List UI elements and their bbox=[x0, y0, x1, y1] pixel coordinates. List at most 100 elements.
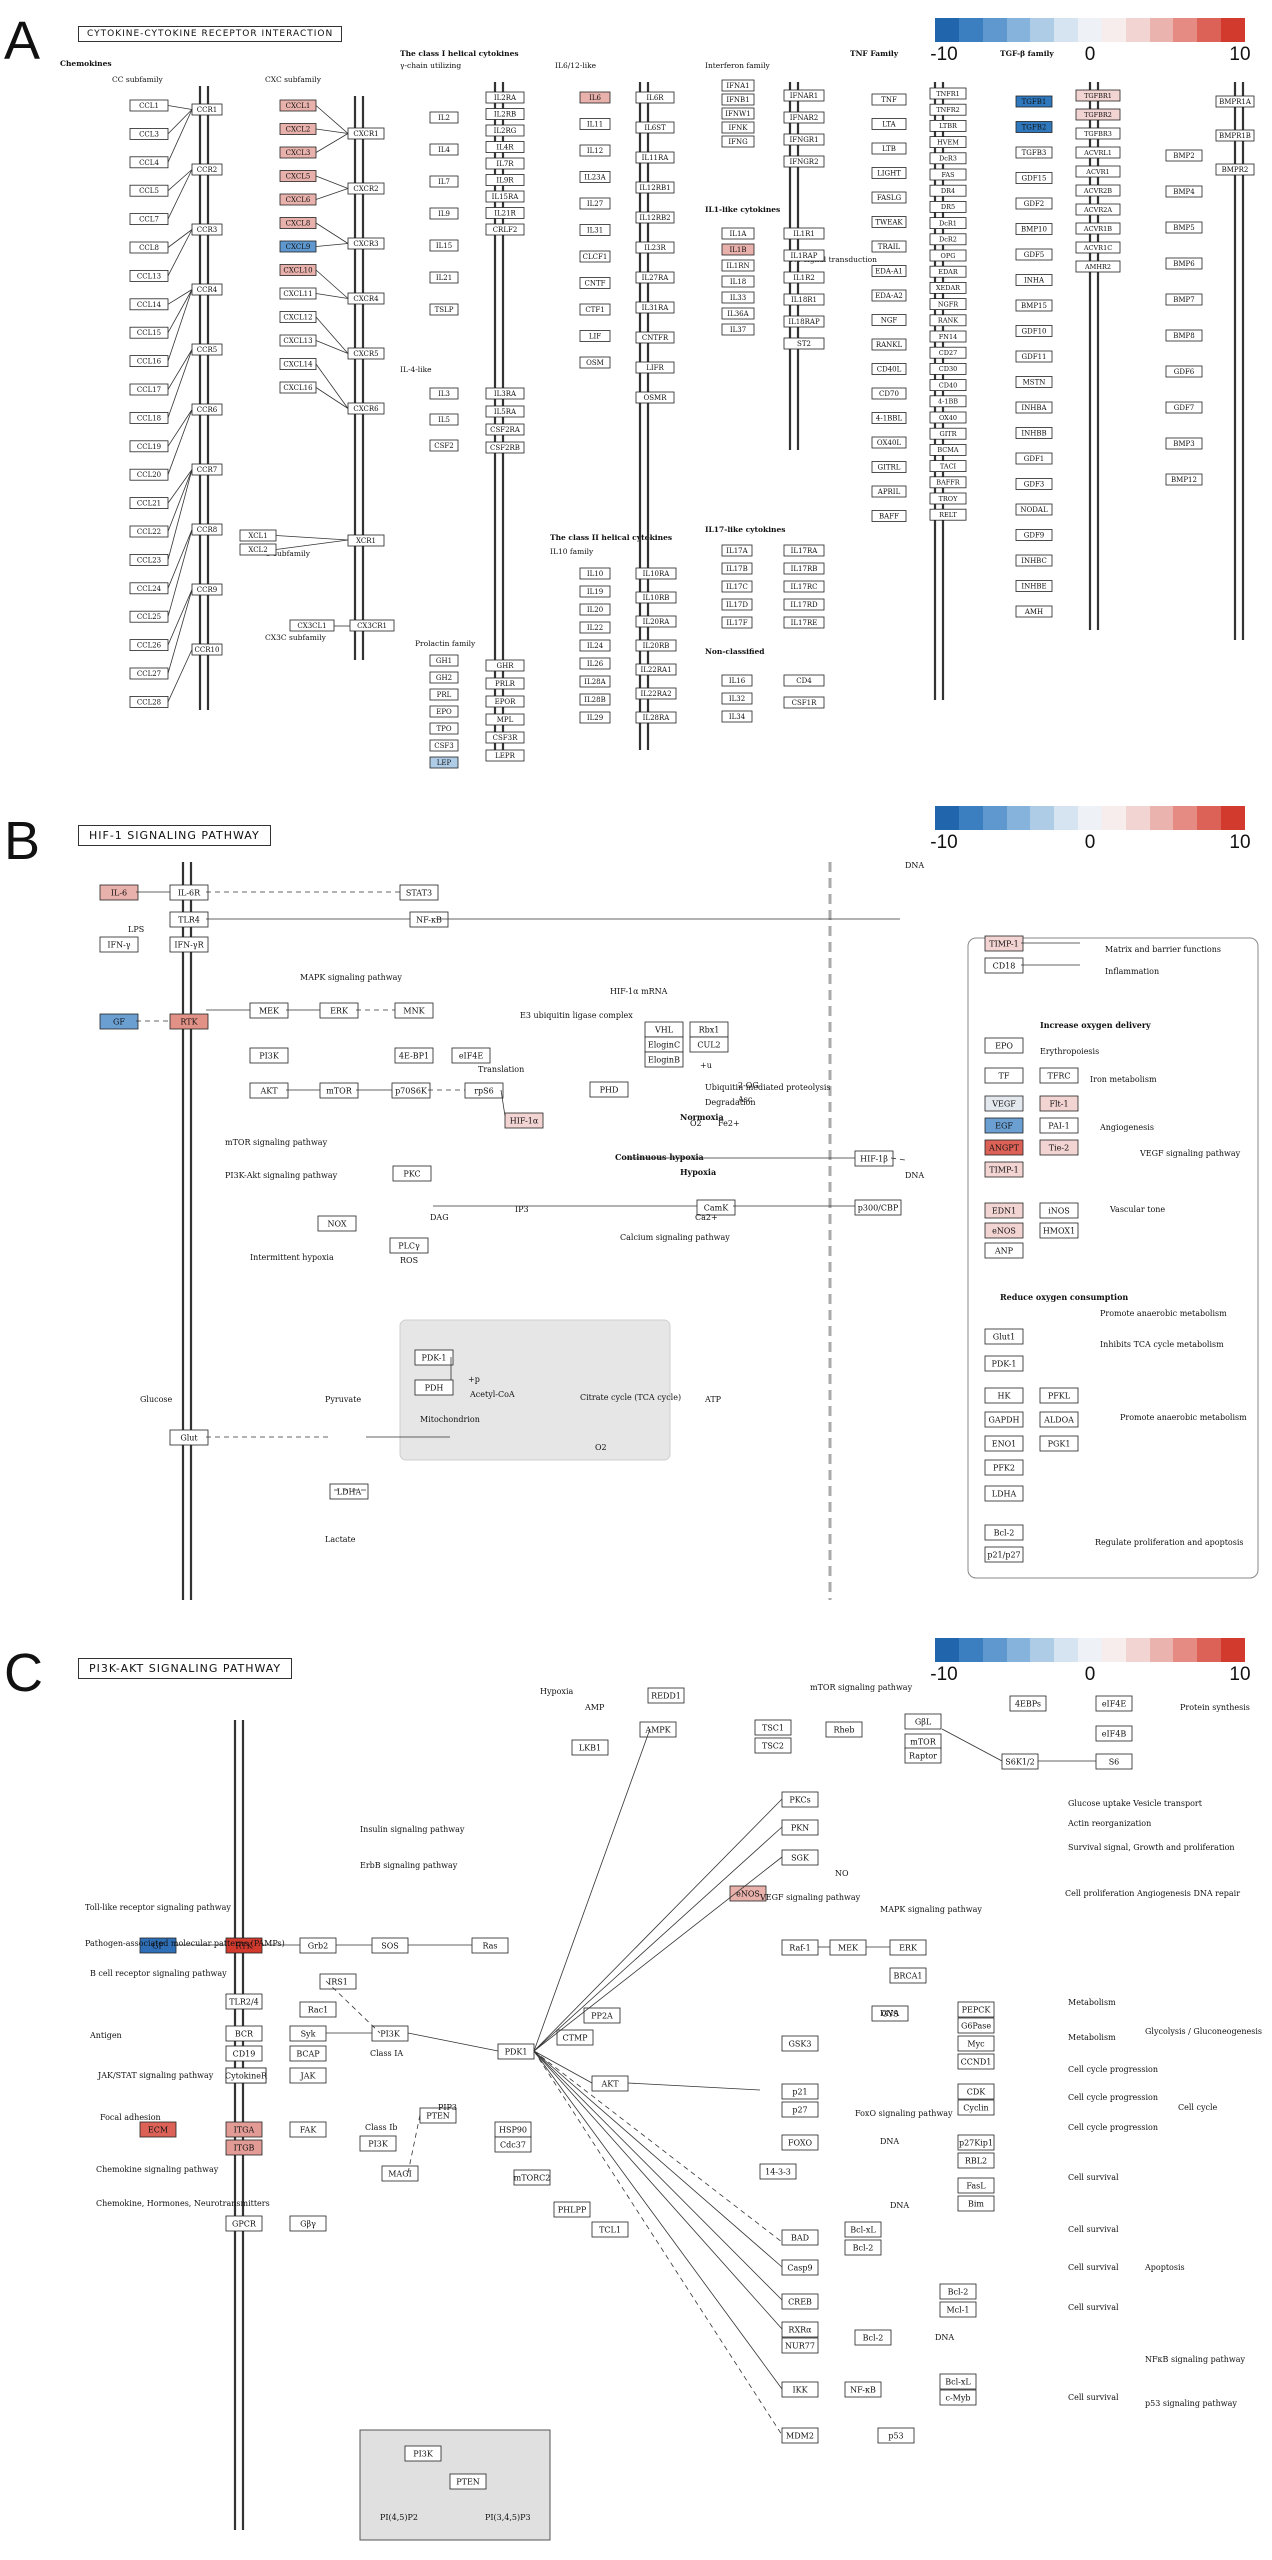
diagram-label: Chemokine, Hormones, Neurotransmitters bbox=[96, 2199, 270, 2208]
gene-label: BAFFR bbox=[936, 479, 960, 487]
gene-node: TGFBR3 bbox=[1075, 127, 1121, 140]
gene-label: IL17B bbox=[726, 565, 747, 573]
diagram-label: Calcium signaling pathway bbox=[620, 1233, 730, 1242]
gene-node: Bcl-2 bbox=[854, 2329, 892, 2346]
gene-node: CCL23 bbox=[129, 554, 169, 566]
gene-box bbox=[99, 1013, 139, 1030]
gene-box bbox=[759, 2163, 797, 2180]
gene-box bbox=[647, 1687, 685, 1704]
gene-node: CCR6 bbox=[191, 403, 223, 416]
gene-box bbox=[1015, 325, 1053, 337]
gene-label: GDF7 bbox=[1174, 404, 1195, 412]
gene-box bbox=[1165, 329, 1203, 342]
gene-label: CNTF bbox=[584, 280, 605, 288]
diagram-label: +u bbox=[700, 1061, 712, 1070]
gene-label: Raf-1 bbox=[789, 1943, 810, 1952]
gene-box bbox=[635, 211, 675, 224]
gene-box bbox=[871, 387, 907, 400]
gene-node: AMPK bbox=[639, 1721, 677, 1738]
gene-box bbox=[871, 436, 907, 449]
gene-box bbox=[783, 271, 825, 284]
gene-node: DcR2 bbox=[929, 233, 967, 246]
gene-node: eIF4E bbox=[451, 1047, 491, 1064]
gene-node: XCL2 bbox=[239, 543, 277, 556]
gene-node: BMP6 bbox=[1165, 257, 1203, 270]
edge-line bbox=[533, 2050, 783, 2268]
gene-node: CCL19 bbox=[129, 440, 169, 453]
diagram-label: FoxO signaling pathway bbox=[855, 2109, 953, 2118]
gene-label: S6 bbox=[1109, 1757, 1120, 1766]
color-scale-tick: -10 bbox=[930, 1664, 958, 1685]
gene-label: CCL15 bbox=[137, 329, 161, 337]
gene-node: RANK bbox=[929, 314, 967, 327]
gene-label: CCL25 bbox=[137, 613, 161, 621]
gene-label: IL12 bbox=[587, 147, 603, 155]
gene-node: GF bbox=[139, 1937, 177, 1954]
gene-node: IL7R bbox=[485, 157, 525, 170]
gene-node: CUL2 bbox=[689, 1036, 729, 1053]
diagram-label: Continuous hypoxia bbox=[615, 1152, 704, 1162]
gene-box bbox=[929, 249, 967, 262]
gene-label: G6Pase bbox=[961, 2021, 991, 2030]
gene-box bbox=[929, 346, 967, 359]
pi3k-akt-diagram: GFRTKTLR2/4BCRCD19CytokineCytokineRECMIT… bbox=[85, 1683, 1262, 2541]
gene-node: INHBC bbox=[1015, 554, 1053, 567]
gene-node: CCR2 bbox=[191, 163, 223, 176]
gene-box bbox=[635, 711, 677, 724]
gene-box bbox=[1165, 473, 1203, 486]
gene-label: IL17F bbox=[726, 619, 747, 627]
gene-node: IL23R bbox=[635, 241, 675, 254]
color-scale-swatch bbox=[1006, 806, 1031, 830]
diagram-label: Metabolism bbox=[1068, 2033, 1116, 2042]
gene-node: JAK bbox=[289, 2067, 327, 2084]
gene-node: EPOR bbox=[485, 695, 525, 708]
gene-node: IL32 bbox=[721, 692, 753, 705]
gene-label: Tie-2 bbox=[1049, 1143, 1069, 1152]
gene-box bbox=[929, 217, 967, 230]
gene-node: PRLR bbox=[485, 677, 525, 690]
gene-label: Bcl-2 bbox=[853, 2243, 874, 2252]
gene-node: TSLP bbox=[429, 303, 459, 316]
gene-label: IL28B bbox=[584, 696, 605, 704]
gene-node: HIF-1β bbox=[854, 1150, 894, 1167]
gene-label: PDK1 bbox=[505, 2047, 528, 2056]
gene-box bbox=[929, 87, 967, 100]
gene-node: ANP bbox=[984, 1242, 1024, 1259]
gene-node: RBL2 bbox=[957, 2152, 995, 2169]
gene-node: BMP5 bbox=[1165, 221, 1203, 234]
gene-label: CXCL2 bbox=[286, 126, 311, 134]
diagram-label: Protein synthesis bbox=[1180, 1703, 1250, 1712]
gene-label: BMPR1A bbox=[1219, 98, 1252, 106]
gene-box bbox=[169, 1013, 209, 1030]
gene-box bbox=[929, 362, 967, 375]
gene-box bbox=[392, 1165, 432, 1182]
gene-label: CCL26 bbox=[137, 642, 162, 650]
gene-node: IL34 bbox=[721, 710, 753, 723]
gene-node: GDF7 bbox=[1165, 401, 1203, 414]
gene-label: mTORC2 bbox=[514, 2173, 551, 2182]
gene-label: IL17RD bbox=[790, 601, 818, 609]
gene-label: IL4 bbox=[438, 146, 450, 154]
gene-node: IL27RA bbox=[635, 271, 675, 284]
gene-box bbox=[579, 171, 611, 183]
group-label: γ-chain utilizing bbox=[400, 61, 461, 70]
gene-node: PDK1 bbox=[497, 2043, 535, 2060]
gene-node: GPCR bbox=[225, 2215, 263, 2232]
gene-box bbox=[583, 2007, 621, 2024]
gene-label: TGFB1 bbox=[1022, 98, 1047, 106]
gene-node: PHLPP bbox=[553, 2201, 591, 2218]
gene-node: CX3CL1 bbox=[289, 619, 335, 632]
edge-line bbox=[533, 1798, 783, 2052]
gene-node: eIF4E bbox=[1095, 1695, 1133, 1712]
gene-box bbox=[225, 2139, 263, 2156]
gene-box bbox=[225, 2025, 263, 2042]
gene-node: p53 bbox=[877, 2427, 915, 2444]
gene-label: GAPDH bbox=[989, 1415, 1020, 1424]
gene-box bbox=[485, 190, 525, 203]
gene-label: CXCL1 bbox=[286, 102, 311, 110]
gene-node: OX40L bbox=[871, 436, 907, 449]
gene-node: CCL8 bbox=[129, 241, 169, 254]
gene-box bbox=[347, 534, 385, 547]
edge-line bbox=[533, 1856, 783, 2052]
gene-box bbox=[939, 2283, 977, 2300]
